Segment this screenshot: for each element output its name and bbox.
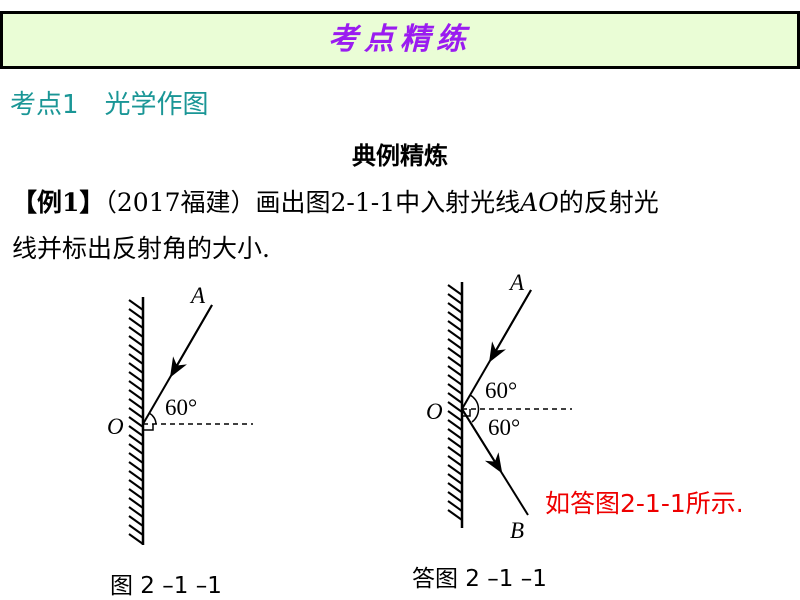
hatch-mark [128,308,144,320]
point-o-label: O [107,414,124,439]
question-source: （2017福建） [104,188,256,217]
hatch-mark [447,401,463,413]
hatch-mark [128,299,144,311]
hatch-mark [447,293,463,305]
hatch-mark [447,509,463,521]
hatch-mark [447,455,463,467]
hatch-mark [447,410,463,422]
ray-label: AO [520,188,559,217]
hatch-mark [447,320,463,332]
banner-title: 考点精练 [328,22,472,57]
subtitle: 典例精炼 [352,141,448,170]
hatch-mark [447,419,463,431]
hatch-mark [128,416,144,428]
point-a-label: A [189,283,206,308]
angle-arc [148,412,157,425]
point-b-label: B [510,518,524,543]
figure-2: A O B 60° 60° [426,270,572,543]
section-header-banner: 考点精练 [0,11,800,69]
hatch-mark [447,311,463,323]
hatch-mark [447,482,463,494]
hatch-mark [128,380,144,392]
hatch-mark [447,365,463,377]
hatch-mark [128,452,144,464]
point-o-label: O [426,399,443,424]
hatch-mark [447,392,463,404]
hatch-mark [128,362,144,374]
incident-angle-label: 60° [485,378,517,403]
figure-1: A O 60° [107,283,253,545]
question-line-2: 线并标出反射角的大小. [12,234,270,263]
mirror-hatching [128,299,144,545]
hatch-mark [128,506,144,518]
reflection-angle-label: 60° [488,415,520,440]
hatch-mark [128,335,144,347]
hatch-mark [128,407,144,419]
hatch-mark [128,497,144,509]
hatch-mark [447,347,463,359]
hatch-mark [128,326,144,338]
hatch-mark [128,398,144,410]
section-title: 考点1 光学作图 [10,90,209,120]
right-angle-mark [143,424,154,431]
question-text-cont: 的反射光 [558,188,659,217]
question-line-1: 【例1】（2017福建）画出图2-1-1中入射光线AO的反射光 [12,183,659,219]
question-text: 画出图2-1-1中入射光线 [255,188,521,217]
hatch-mark [128,488,144,500]
hatch-mark [128,533,144,545]
hatch-mark [447,446,463,458]
hatch-mark [447,302,463,314]
mirror-hatching [447,284,463,521]
angle-label: 60° [165,395,197,420]
hatch-mark [128,515,144,527]
hatch-mark [128,344,144,356]
hatch-mark [447,329,463,341]
hatch-mark [128,389,144,401]
hatch-mark [447,473,463,485]
hatch-mark [128,425,144,437]
hatch-mark [128,443,144,455]
question-tag: 【例1】 [12,188,105,217]
hatch-mark [128,524,144,536]
answer-text: 如答图2-1-1所示. [545,489,744,518]
hatch-mark [447,338,463,350]
hatch-mark [447,284,463,296]
hatch-mark [447,437,463,449]
hatch-mark [128,353,144,365]
hatch-mark [128,461,144,473]
angle-arc [469,394,480,423]
hatch-mark [447,500,463,512]
hatch-mark [447,374,463,386]
right-angle-mark [462,409,471,417]
point-a-label: A [508,270,525,295]
hatch-mark [447,428,463,440]
figure-1-caption: 图 2 –1 –1 [110,573,222,599]
hatch-mark [447,491,463,503]
figure-2-caption: 答图 2 –1 –1 [412,566,547,592]
hatch-mark [447,383,463,395]
hatch-mark [128,470,144,482]
hatch-mark [447,464,463,476]
hatch-mark [128,479,144,491]
hatch-mark [128,434,144,446]
hatch-mark [128,317,144,329]
hatch-mark [128,371,144,383]
hatch-mark [447,356,463,368]
